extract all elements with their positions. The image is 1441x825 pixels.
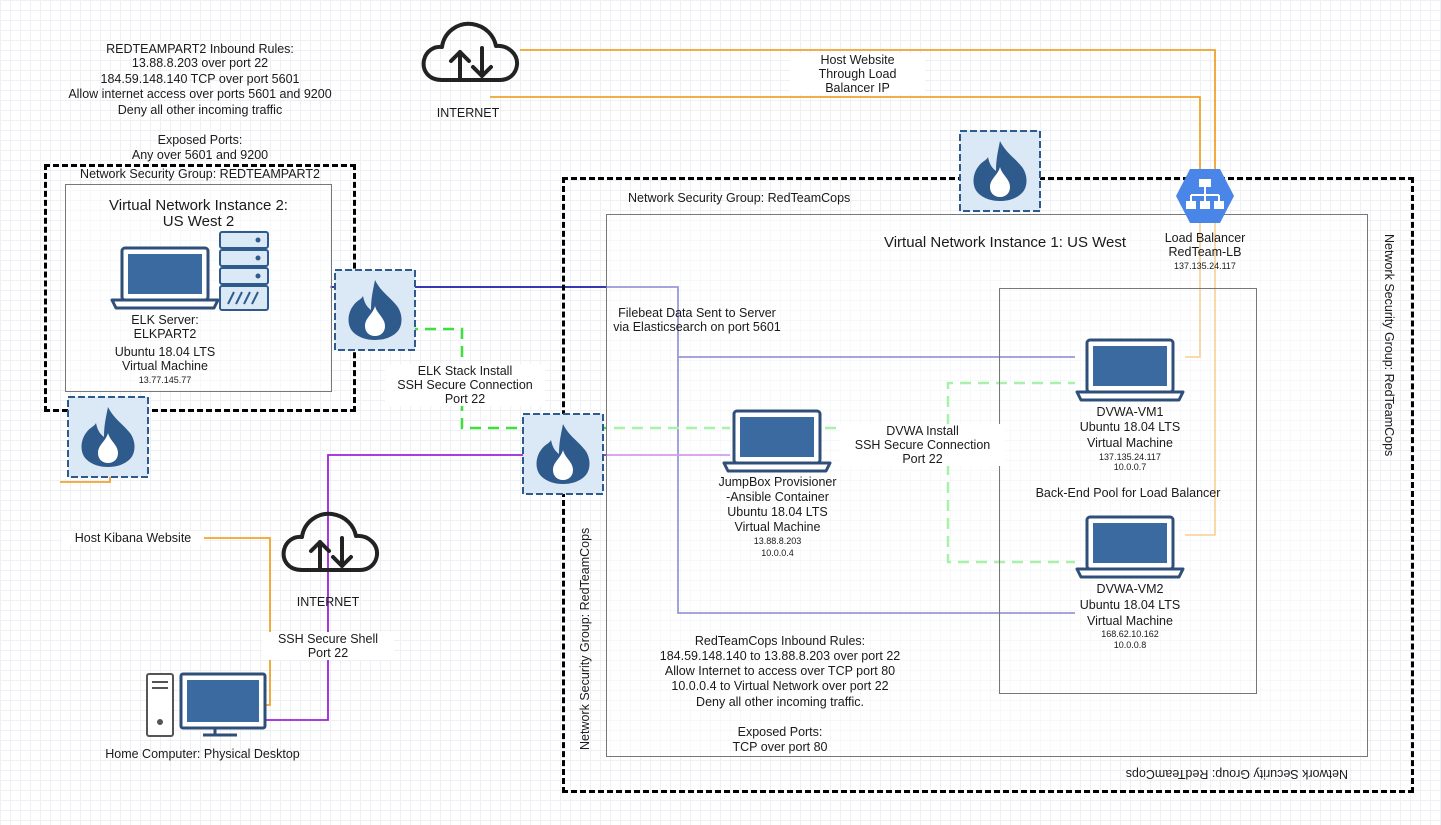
nsg-redteampart2-label: Network Security Group: REDTEAMPART2: [80, 167, 320, 181]
nsg-redteamcops-top-label: Network Security Group: RedTeamCops: [628, 191, 851, 205]
elk-line2: ELKPART2: [133, 327, 197, 341]
nsg-redteamcops-left-label: Network Security Group: RedTeamCops: [578, 527, 592, 750]
jumpbox-line4: Virtual Machine: [734, 520, 821, 534]
jumpbox-ip2: 10.0.0.4: [761, 548, 794, 558]
home-desktop-icon: [145, 672, 267, 743]
lb-ip: 137.135.24.117: [1174, 261, 1236, 271]
lb-line1: Load Balancer: [1164, 231, 1246, 245]
firewall-vnet1-icon: [956, 127, 1044, 220]
backend-pool-label: Back-End Pool for Load Balancer: [1035, 486, 1221, 500]
redteamcops-rule-3: 10.0.0.4 to Virtual Network over port 22: [671, 679, 889, 693]
nsg-redteamcops-right-label: Network Security Group: RedTeamCops: [1382, 234, 1396, 457]
ssh-shell-label: SSH Secure Shell Port 22: [262, 632, 394, 660]
jumpbox-line2: -Ansible Container: [726, 490, 829, 504]
home-computer-label: Home Computer: Physical Desktop: [105, 747, 300, 761]
jumpbox-ip1: 13.88.8.203: [753, 536, 802, 546]
redteamcops-rules-title: RedTeamCops Inbound Rules:: [694, 634, 866, 648]
backend-pool-box: [999, 288, 1257, 694]
redteampart2-exposed-title: Exposed Ports:: [157, 133, 243, 147]
redteampart2-exposed-value: Any over 5601 and 9200: [131, 148, 269, 162]
elk-stack-install-label: ELK Stack Install SSH Secure Connection …: [385, 364, 545, 406]
internet-bottom-cloud-icon: [280, 508, 380, 585]
elk-server-rack-icon: [218, 230, 270, 317]
redteampart2-rule-3: Allow internet access over ports 5601 an…: [68, 87, 332, 101]
internet-top-label: INTERNET: [436, 106, 500, 120]
jumpbox-line3: Ubuntu 18.04 LTS: [727, 505, 828, 519]
dvwa-vm2-type: Virtual Machine: [1087, 614, 1173, 628]
firewall-jumpbox-icon: [519, 410, 607, 503]
dvwa-vm2-name: DVWA-VM2: [1096, 582, 1164, 596]
dvwa-install-label: DVWA Install SSH Secure Connection Port …: [840, 424, 1005, 466]
jumpbox-line1: JumpBox Provisioner: [718, 475, 837, 489]
redteampart2-rule-1: 13.88.8.203 over port 22: [131, 56, 269, 70]
redteampart2-rule-2: 184.59.148.140 TCP over port 5601: [100, 72, 300, 86]
elk-ip: 13.77.145.77: [138, 375, 192, 385]
internet-bottom-label: INTERNET: [296, 595, 360, 609]
dvwa-vm2-ip2: 10.0.0.8: [1113, 640, 1147, 650]
host-website-label: Host Website Through Load Balancer IP: [790, 53, 925, 95]
elk-line1: ELK Server:: [131, 313, 199, 327]
vnet2-title: Virtual Network Instance 2: US West 2: [109, 197, 288, 230]
elk-line4: Virtual Machine: [122, 359, 208, 373]
kibana-home-wire: [200, 537, 271, 706]
redteamcops-rule-4: Deny all other incoming traffic.: [696, 695, 864, 709]
vnet1-box: [606, 214, 1368, 757]
redteampart2-rule-4: Deny all other incoming traffic: [117, 103, 283, 117]
host-kibana-label: Host Kibana Website: [62, 531, 204, 545]
elk-laptop-icon: [110, 246, 220, 315]
dvwa-vm1-os: Ubuntu 18.04 LTS: [1079, 420, 1181, 434]
dvwa-vm1-ip2: 10.0.0.7: [1113, 462, 1147, 472]
nsg-redteamcops-bottom-label: Network Security Group: RedTeamCops: [1125, 767, 1348, 781]
lb-line2: RedTeam-LB: [1168, 245, 1242, 259]
dvwa-vm2-os: Ubuntu 18.04 LTS: [1079, 598, 1181, 612]
load-balancer-icon: [1174, 167, 1236, 230]
filebeat-label: Filebeat Data Sent to Server via Elastic…: [613, 306, 781, 334]
jumpbox-laptop-icon: [722, 409, 832, 478]
redteampart2-rules-title: REDTEAMPART2 Inbound Rules:: [106, 42, 294, 56]
dvwa-vm2-laptop-icon: [1075, 515, 1185, 584]
firewall-elk-icon: [331, 266, 419, 359]
dvwa-vm1-laptop-icon: [1075, 338, 1185, 407]
redteamcops-exposed-value: TCP over port 80: [732, 740, 828, 754]
redteamcops-exposed-title: Exposed Ports:: [737, 725, 823, 739]
elk-line3: Ubuntu 18.04 LTS: [114, 345, 216, 359]
vnet1-title: Virtual Network Instance 1: US West: [883, 234, 1127, 251]
firewall-kibana-icon: [64, 393, 152, 486]
dvwa-vm2-ip1: 168.62.10.162: [1101, 629, 1159, 639]
dvwa-vm1-ip1: 137.135.24.117: [1099, 452, 1161, 462]
dvwa-vm1-name: DVWA-VM1: [1096, 405, 1164, 419]
redteamcops-rule-1: 184.59.148.140 to 13.88.8.203 over port …: [659, 649, 901, 663]
dvwa-vm1-type: Virtual Machine: [1087, 436, 1173, 450]
redteamcops-rule-2: Allow Internet to access over TCP port 8…: [664, 664, 896, 678]
internet-cloud-icon: [420, 18, 520, 95]
